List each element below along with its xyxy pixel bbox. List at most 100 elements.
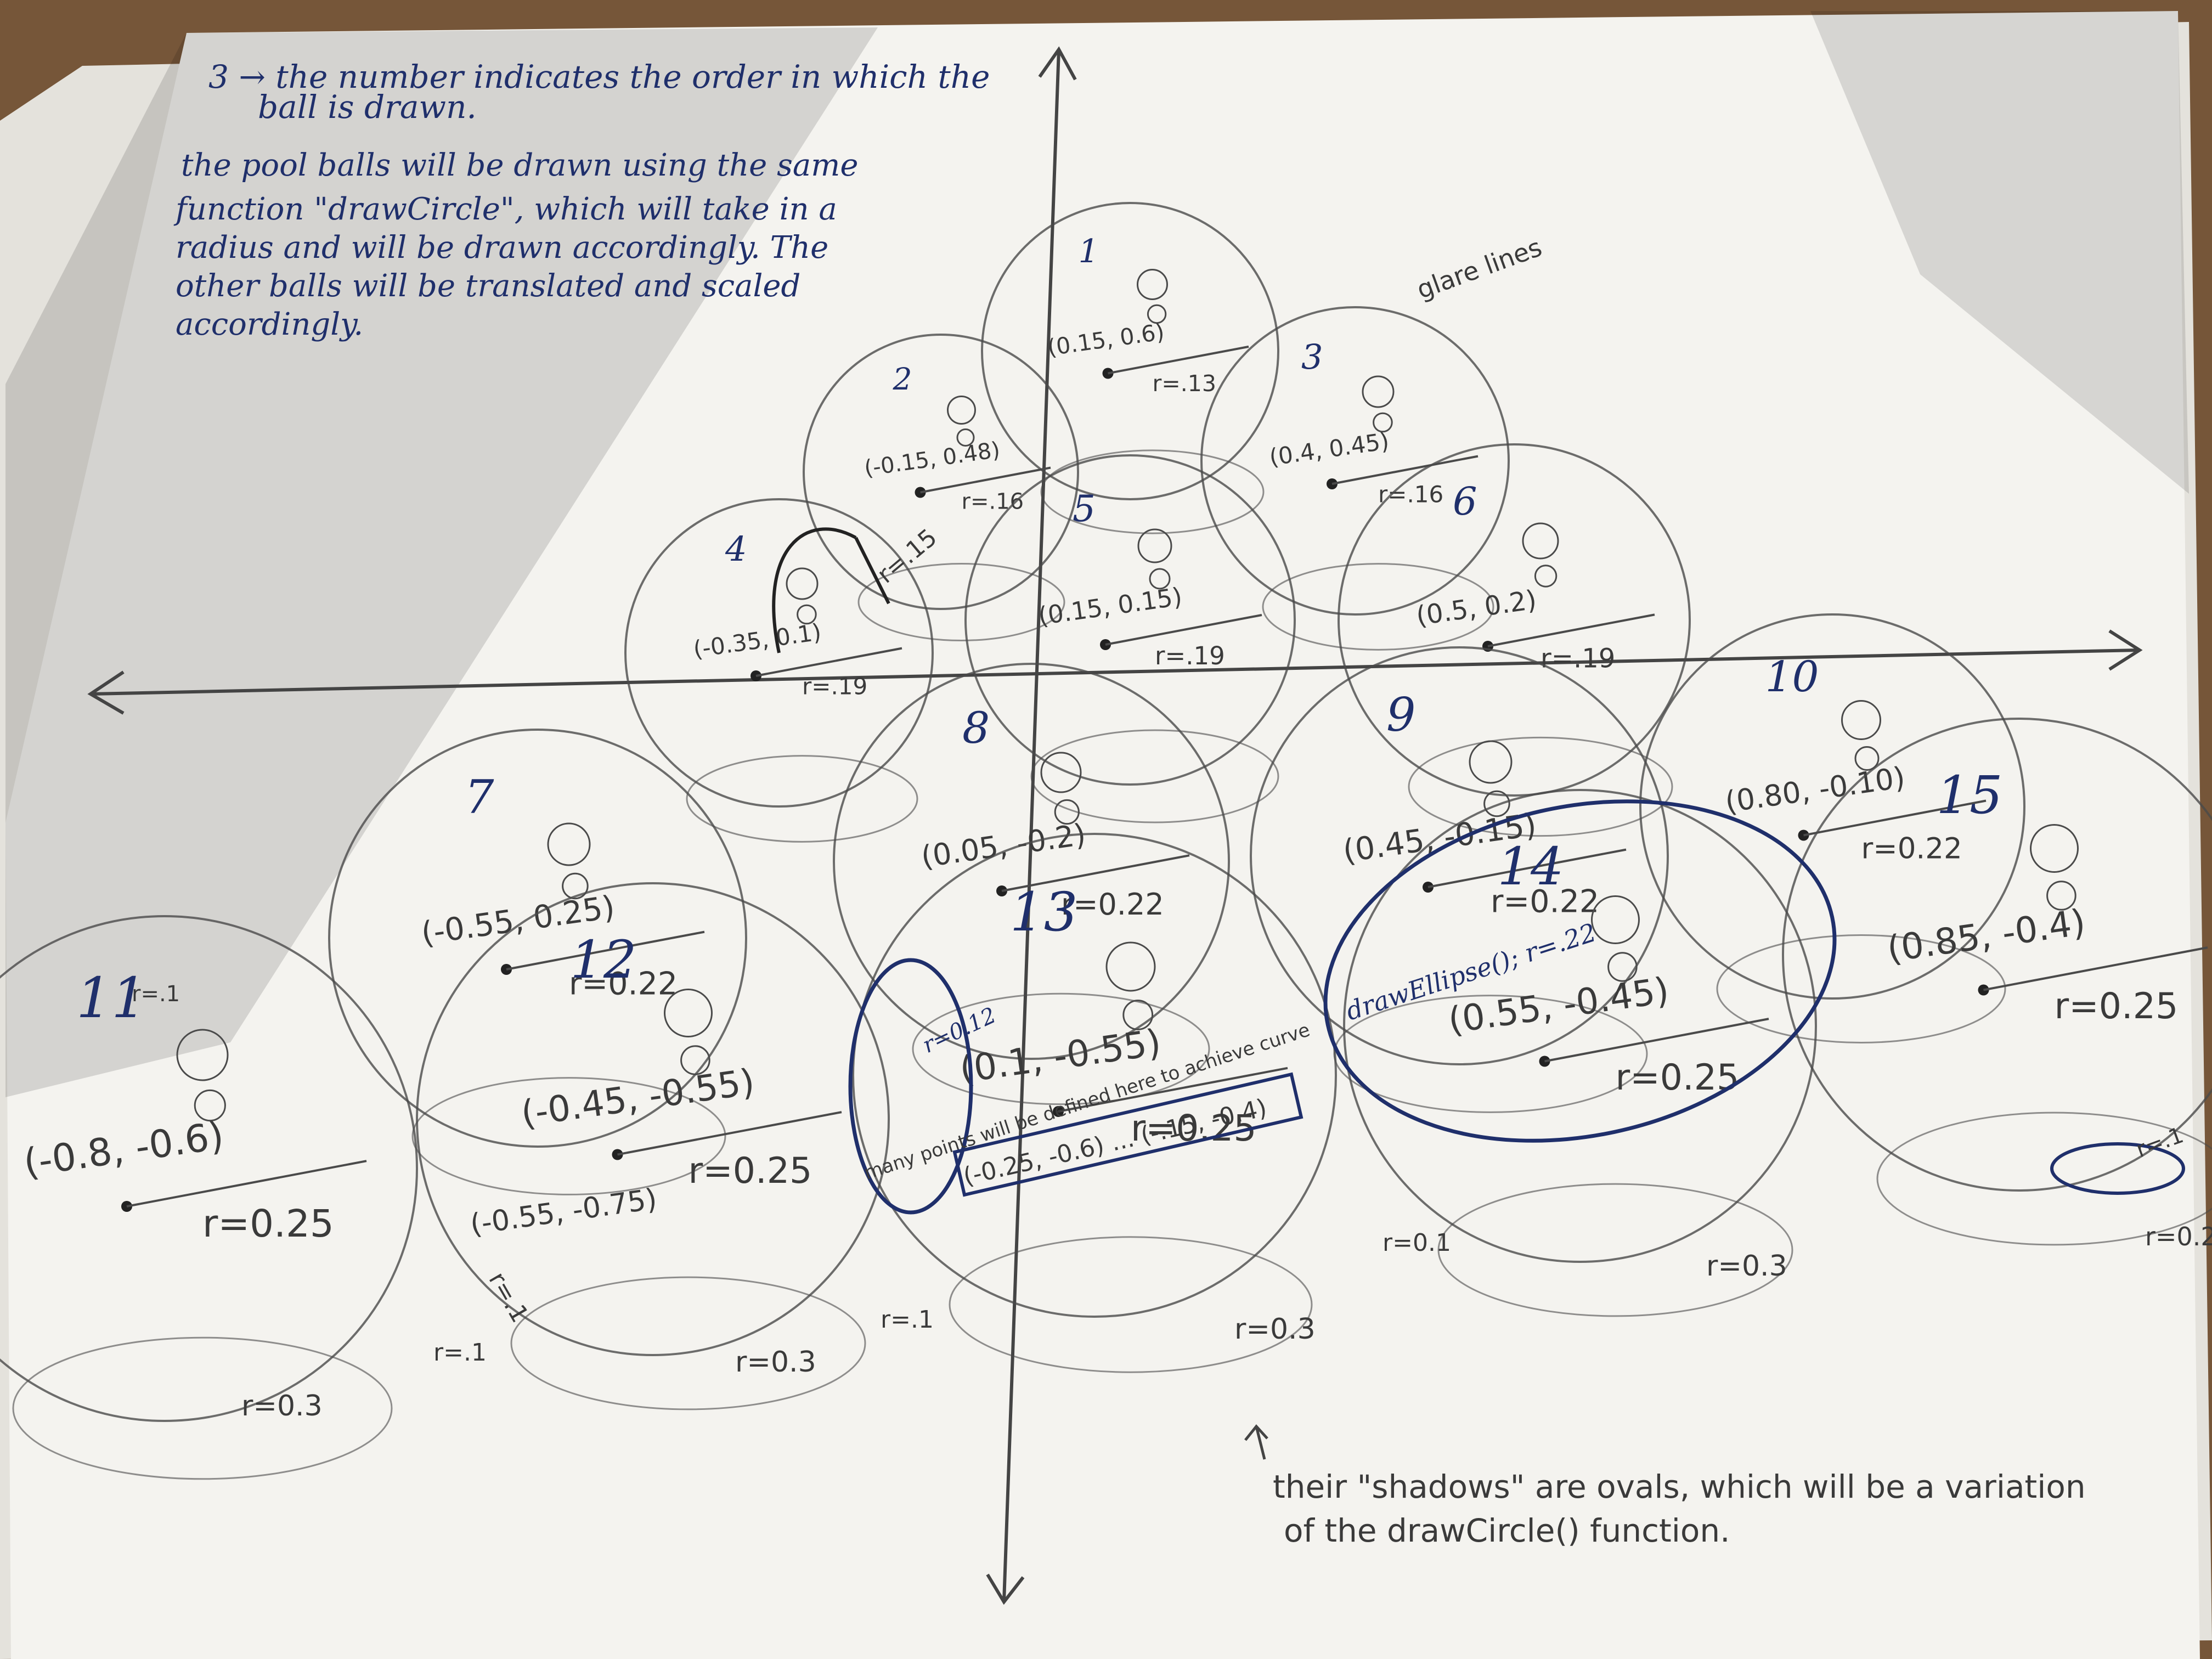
ball-9-radius-label: r=0.22 <box>1491 884 1599 920</box>
ball-13-glare-small <box>1122 1000 1154 1030</box>
shadow-radius-c: r=0.3 <box>1234 1313 1316 1346</box>
ball-7-glare-small <box>562 872 589 900</box>
ball-4-outline <box>624 498 934 808</box>
shadow-radius-a: r=0.3 <box>241 1390 323 1423</box>
ball-2-radius-line <box>920 466 1051 494</box>
shadow-cast-2 <box>1810 11 2189 494</box>
ball-1-outline <box>981 202 1279 500</box>
ink-oval-ball-15 <box>2050 1142 2185 1195</box>
y-axis <box>1002 49 1060 1602</box>
ball-12-number: 12 <box>571 930 637 990</box>
ball-15-glare-large <box>2030 824 2079 873</box>
ball-7-glare-large <box>547 822 591 866</box>
ball-3-radius-label: r=.16 <box>1378 481 1443 508</box>
ball-6-shadow-oval <box>1408 736 1673 837</box>
ball-3-glare-small <box>1373 412 1393 433</box>
ball-11-glare-large <box>176 1029 229 1081</box>
ball-11-glare-small <box>194 1089 226 1122</box>
ball-6-glare-small <box>1534 565 1558 588</box>
ball-3-radius-line <box>1331 455 1479 485</box>
ball-8-radius-label: r=0.22 <box>1061 887 1164 922</box>
ball-6-glare-large <box>1522 522 1559 560</box>
ball-8-glare-small <box>1054 799 1080 825</box>
ball-10-radius-line <box>1803 799 1987 837</box>
ball-11-radius-line <box>126 1160 367 1207</box>
ball-3-number: 3 <box>1301 337 1323 377</box>
ball-5-shadow-oval <box>1030 729 1279 823</box>
ball-6-outline <box>1338 443 1691 797</box>
ball-13-shadow-oval <box>949 1236 1313 1373</box>
ball-4-shadow-oval <box>686 755 918 843</box>
y-axis-arrow-bottom <box>986 1573 1025 1605</box>
ball-7-number: 7 <box>465 770 494 824</box>
ball-5-number: 5 <box>1073 488 1096 530</box>
ball-14-number: 14 <box>1498 837 1564 897</box>
ball-2-outline <box>803 334 1079 610</box>
curve-points-box <box>952 1072 1304 1197</box>
ink-oval-curve-points <box>848 958 973 1215</box>
ball-11-radius-label: r=0.25 <box>202 1202 334 1246</box>
ball-1-shadow-oval <box>1040 449 1265 534</box>
ball-11-number: 11 <box>76 966 147 1030</box>
radius-label-c: r=.1 <box>433 1339 487 1367</box>
ball-3-outline <box>1200 306 1510 616</box>
ball-1-radius-line <box>1108 345 1249 375</box>
ball-1-number: 1 <box>1079 232 1099 270</box>
ball-13-glare-large <box>1105 941 1156 992</box>
radius-label-d: r=.1 <box>881 1306 934 1334</box>
intro-note-line4: other balls will be translated and scale… <box>176 268 800 304</box>
ball-1-glare-small <box>1147 304 1167 324</box>
ball-12-shadow-oval <box>510 1276 866 1410</box>
shadow-note-line1: their "shadows" are ovals, which will be… <box>1273 1468 2086 1505</box>
balls-layer: 1(0.15, 0.6)r=.132(-0.15, 0.48)r=.163(0.… <box>0 202 2212 1480</box>
shadow-note-arrow <box>1244 1424 1268 1460</box>
ball-8-number: 8 <box>962 703 990 753</box>
ball-11-outline <box>0 915 418 1422</box>
ball-12-radius-line <box>617 1111 842 1156</box>
shadow-radius-e: r=0.2 <box>2145 1222 2212 1251</box>
ball-1-glare-large <box>1137 269 1168 300</box>
ball-10-glare-large <box>1841 700 1881 740</box>
radius-label-e: r=0.1 <box>1383 1229 1451 1257</box>
ball-9-glare-large <box>1469 740 1513 784</box>
ball-14-outline <box>1343 789 1817 1263</box>
ball-4-radius-label: r=.19 <box>802 673 867 700</box>
ball-5-glare-large <box>1137 528 1172 563</box>
ball-3-glare-large <box>1362 375 1395 408</box>
ball-12-radius-label: r=0.25 <box>689 1150 812 1192</box>
ball-5-radius-line <box>1105 614 1262 646</box>
x-axis-arrow-right <box>2108 629 2143 671</box>
radius-label-a: r=.1 <box>132 981 180 1007</box>
ink-ellipse-ball-14 <box>1323 799 1837 1143</box>
ball-10-number: 10 <box>1765 653 1819 702</box>
ball-1-radius-label: r=.13 <box>1153 370 1216 397</box>
ball-9-outline <box>1250 646 1669 1065</box>
ball-10-shadow-oval <box>1716 934 2006 1043</box>
ball-14-shadow-oval <box>1437 1183 1793 1317</box>
ball-6-radius-line <box>1487 613 1655 647</box>
ball-15-shadow-oval <box>1876 1111 2212 1246</box>
ball-3-shadow-oval <box>1262 563 1494 651</box>
ink-arc-ball-4 <box>772 527 890 653</box>
ball-15-outline <box>1782 718 2212 1192</box>
ball-13-radius-line <box>1058 1066 1288 1113</box>
intro-note-line2: function "drawCircle", which will take i… <box>173 191 837 227</box>
ball-6-number: 6 <box>1453 479 1477 524</box>
ball-15-radius-label: r=0.25 <box>2055 986 2179 1027</box>
ball-8-outline <box>833 663 1230 1060</box>
ball-7-radius-label: r=0.22 <box>569 966 678 1002</box>
ball-13-outline <box>852 833 1337 1318</box>
ball-10-glare-small <box>1854 746 1880 771</box>
ball-2-glare-large <box>947 396 976 425</box>
ball-15-number: 15 <box>1937 765 2003 826</box>
ball-8: 8(0.05, -0.2)r=0.22 <box>833 663 1230 1105</box>
ball-4-glare-small <box>797 604 817 625</box>
ball-4-glare-large <box>786 567 819 600</box>
ball-11-shadow-oval <box>12 1336 393 1480</box>
ball-8-shadow-oval <box>912 992 1210 1105</box>
ball-15-radius-line <box>1983 946 2208 991</box>
ball-2-number: 2 <box>893 362 912 397</box>
intro-note-line3: radius and will be drawn accordingly. Th… <box>176 230 828 266</box>
x-axis <box>90 648 2140 696</box>
